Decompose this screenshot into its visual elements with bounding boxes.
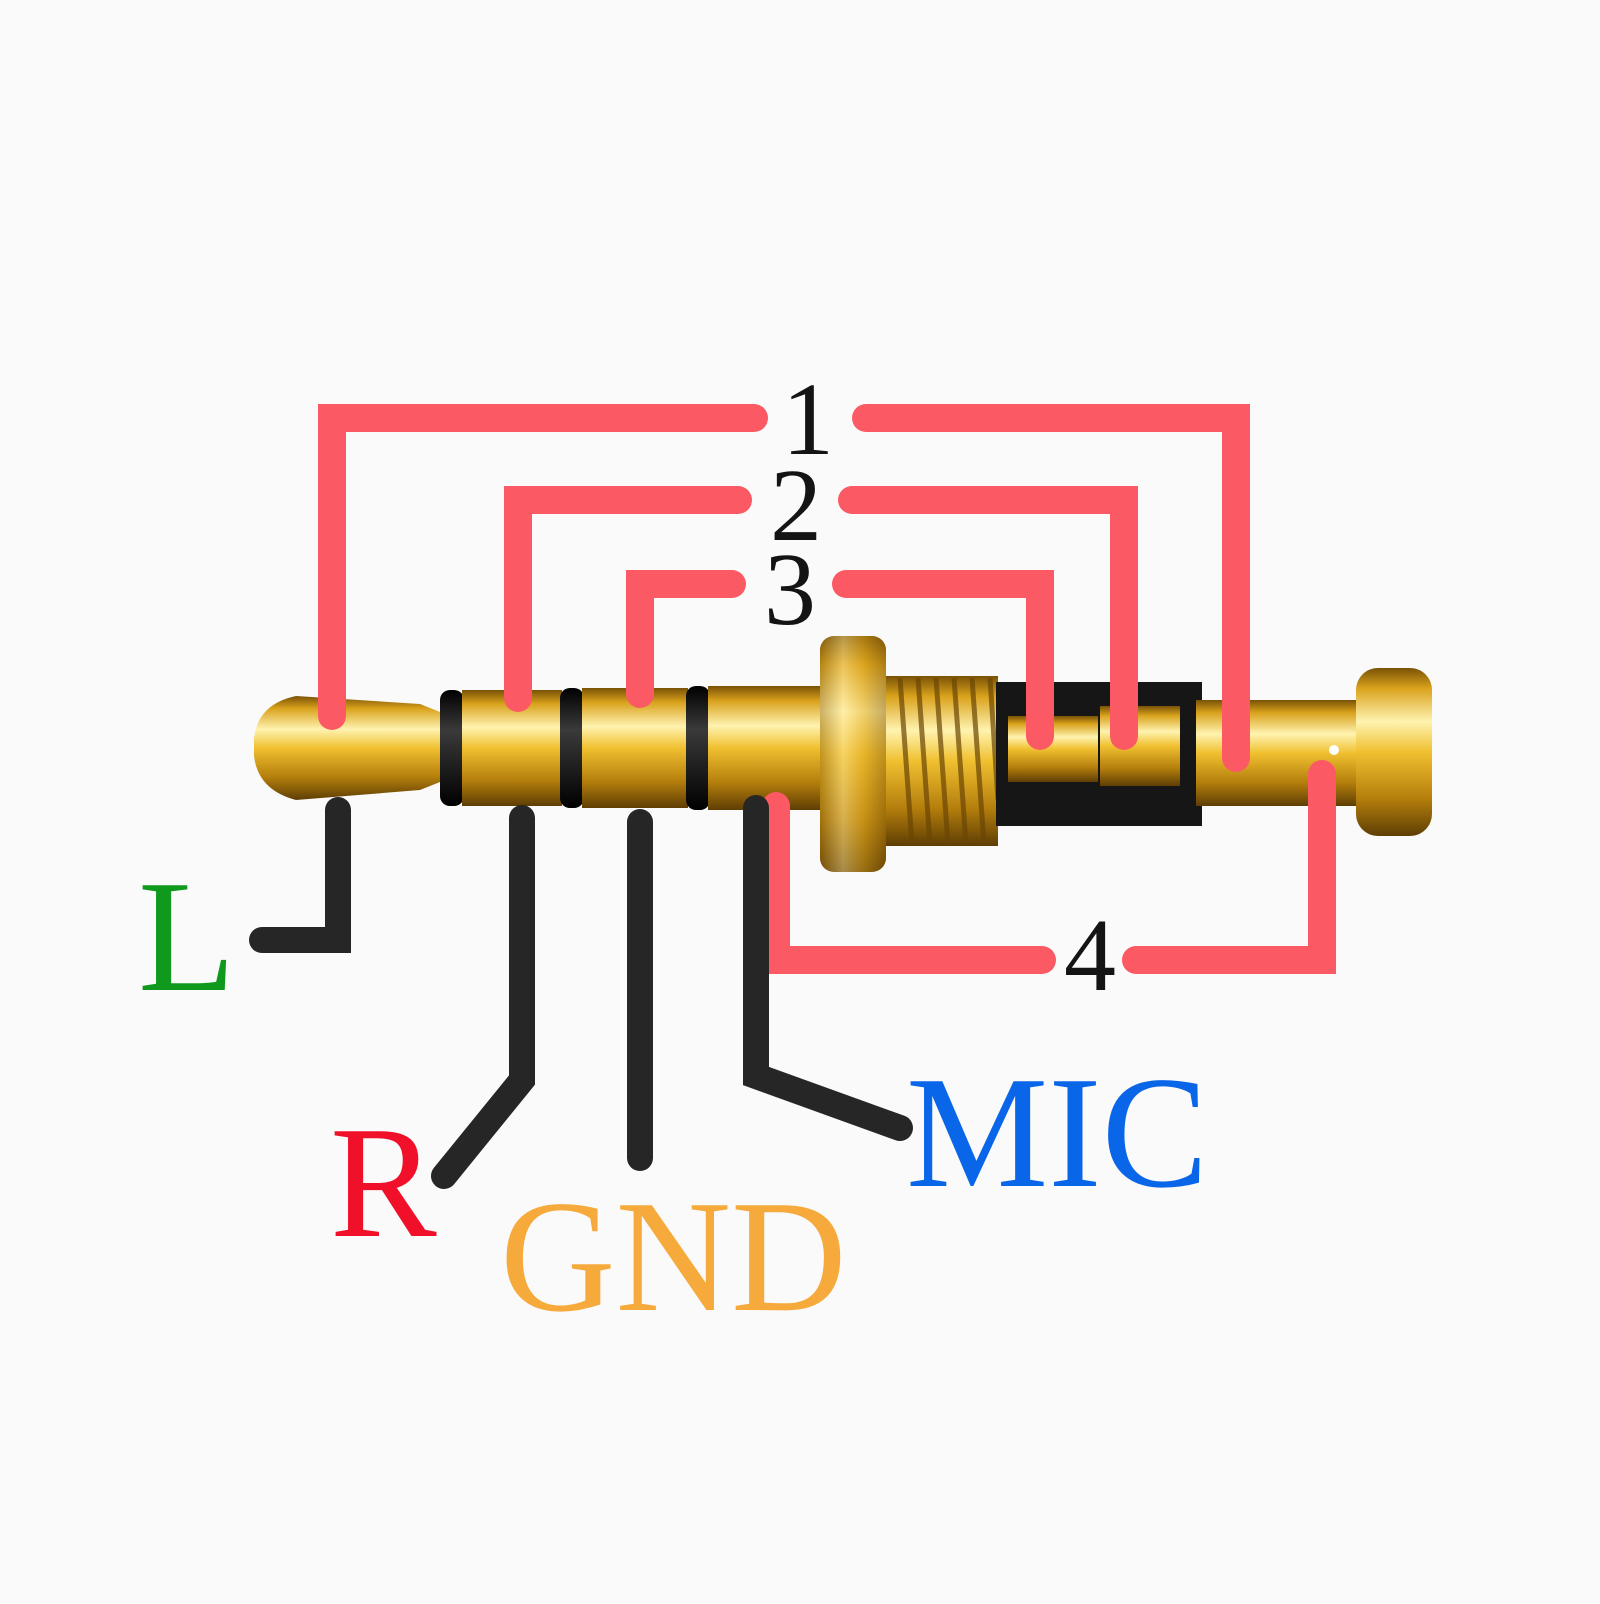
contact-brackets: [318, 404, 1336, 974]
bracket-1-right: [852, 404, 1250, 772]
leader-r: [431, 805, 535, 1189]
bracket-1-left: [318, 404, 768, 730]
bracket-4-left: [762, 792, 1056, 974]
contact-number-1: 1: [782, 362, 834, 477]
plug-sleeve: [708, 686, 820, 810]
leader-l: [249, 797, 351, 953]
insulator-ring-2: [560, 688, 584, 808]
signal-label-gnd: GND: [500, 1167, 847, 1345]
bracket-2-right: [838, 486, 1138, 750]
trrs-plug: [254, 636, 1432, 872]
bracket-4-right: [1122, 760, 1336, 974]
contact-numbers: 1 2 3 4: [764, 362, 1116, 1013]
signal-leaders: [249, 795, 913, 1189]
signal-label-r: R: [330, 1093, 437, 1271]
signal-labels: L R GND MIC: [138, 847, 1208, 1345]
signal-label-mic: MIC: [906, 1043, 1208, 1221]
signal-label-l: L: [138, 847, 236, 1025]
plug-tip: [254, 696, 440, 800]
insulator-ring-3: [686, 686, 710, 810]
bracket-2-left: [504, 486, 752, 712]
contact-number-4: 4: [1064, 898, 1116, 1013]
end-cap: [1356, 668, 1432, 836]
bracket-3-left: [626, 570, 746, 708]
insulator-ring-1: [440, 690, 464, 806]
rear-pin: [1196, 700, 1366, 806]
bracket-3-right: [832, 570, 1054, 750]
contact-number-3: 3: [764, 532, 816, 647]
leader-mic: [743, 795, 913, 1141]
contact-number-2: 2: [770, 448, 822, 563]
plug-ring-2: [582, 688, 688, 808]
